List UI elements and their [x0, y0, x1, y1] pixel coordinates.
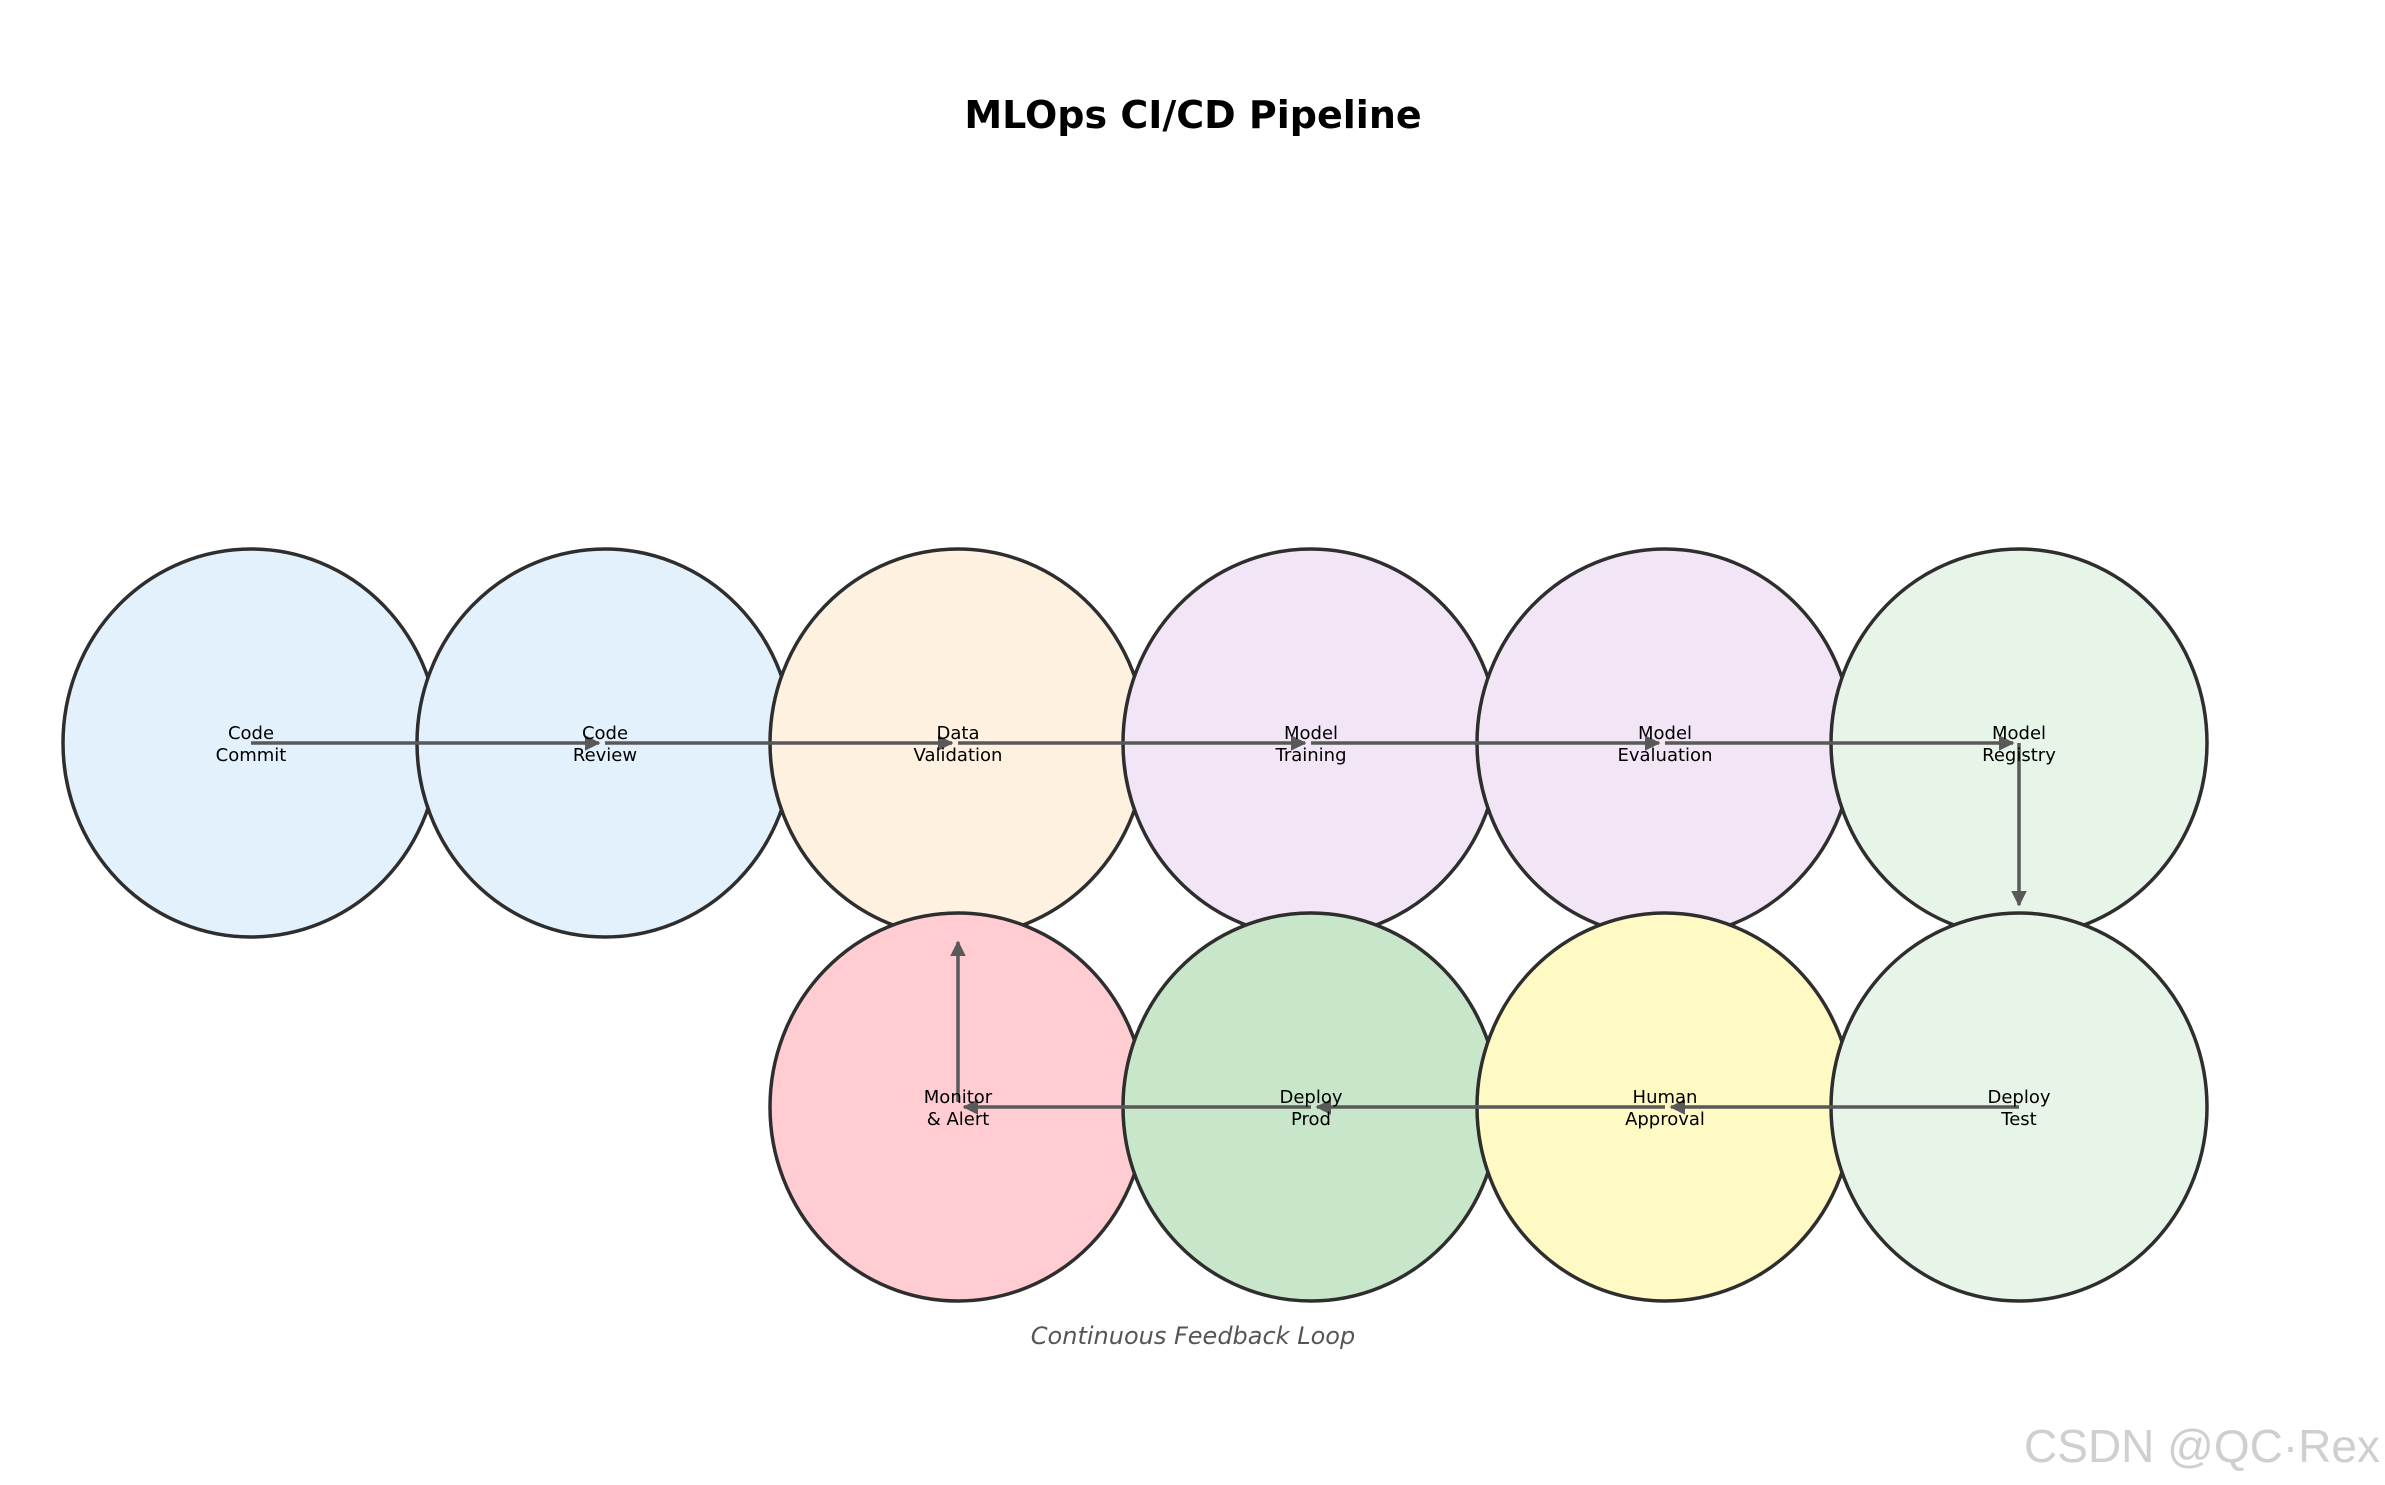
node-label-line: Commit — [216, 745, 287, 766]
node-label-line: Data — [937, 723, 980, 744]
node-label-line: Registry — [1982, 745, 2056, 766]
node-label-line: Deploy — [1987, 1087, 2050, 1108]
node-label-line: Model — [1992, 723, 2046, 744]
watermark: CSDN @QC·Rex — [2024, 1420, 2380, 1472]
node-label-line: Human — [1633, 1087, 1698, 1108]
node-label-line: Approval — [1625, 1109, 1705, 1130]
node-label-line: Code — [582, 723, 628, 744]
node-label-line: Validation — [914, 745, 1003, 766]
node-label-line: Prod — [1291, 1109, 1331, 1130]
node-label-line: Test — [2000, 1109, 2036, 1130]
node-label-line: Code — [228, 723, 274, 744]
node-label-line: Review — [573, 745, 637, 766]
edges-layer — [251, 735, 2027, 1115]
feedback-loop-caption: Continuous Feedback Loop — [1031, 1322, 1355, 1350]
node-label-line: Model — [1284, 723, 1338, 744]
node-label-line: Monitor — [924, 1087, 993, 1108]
diagram-title: MLOps CI/CD Pipeline — [964, 93, 1421, 137]
node-label-line: Evaluation — [1618, 745, 1713, 766]
node-label-line: Deploy — [1279, 1087, 1342, 1108]
node-label-line: & Alert — [927, 1109, 990, 1130]
nodes-layer — [61, 547, 2209, 1303]
node-label-line: Model — [1638, 723, 1692, 744]
node-label-line: Training — [1274, 745, 1346, 766]
node-label-monitor-alert: Monitor& Alert — [924, 1087, 993, 1130]
